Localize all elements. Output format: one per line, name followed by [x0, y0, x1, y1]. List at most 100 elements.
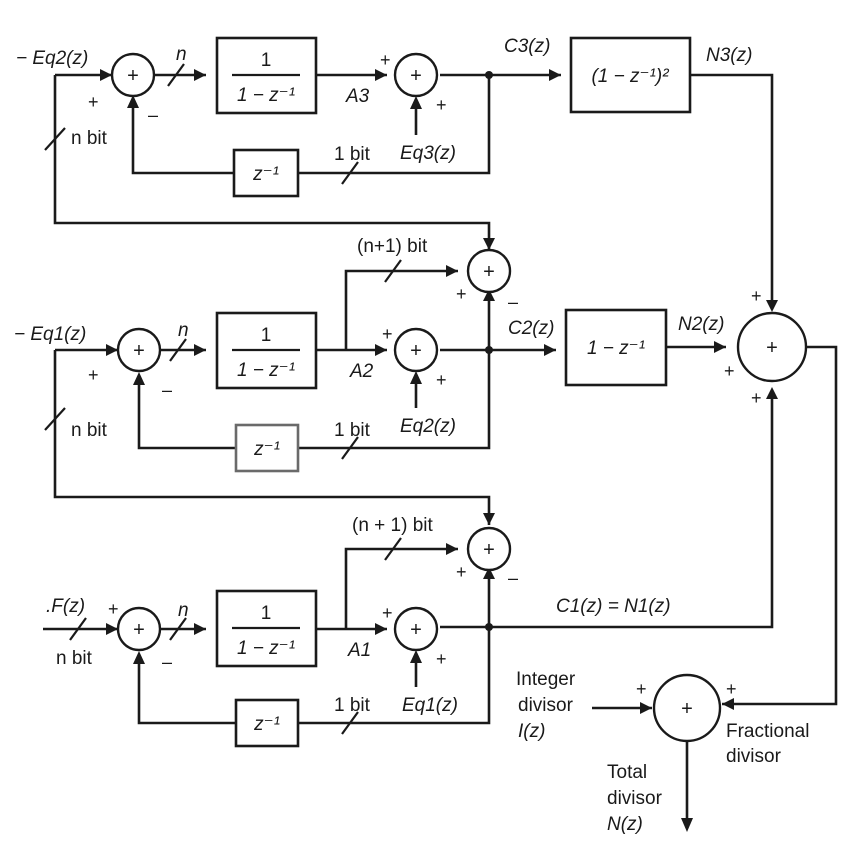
stage2-input-bits-label: n bit	[71, 420, 108, 441]
wire	[53, 350, 491, 525]
integer-divisor-label-line1: Integer	[516, 669, 576, 690]
delay-block	[234, 698, 300, 748]
integer-divisor-label-line2: divisor	[518, 695, 574, 716]
arrow	[483, 513, 495, 525]
wire	[344, 269, 458, 350]
stage3-diff-out-label: N3(z)	[706, 45, 752, 66]
stage3: + + 1 1 − z⁻¹ z⁻¹ (1 − z⁻¹)² − Eq2(z) n …	[16, 36, 778, 312]
arrow	[127, 95, 139, 108]
stage2-width-label: n	[178, 320, 189, 341]
summer-s3-input	[110, 52, 156, 98]
sign-minus: –	[162, 380, 172, 400]
summer-s1-quant	[393, 606, 439, 652]
arrow	[375, 623, 387, 635]
bus-slash	[384, 259, 402, 283]
arrow	[483, 289, 495, 301]
bus-slash	[341, 161, 359, 185]
arrow	[194, 69, 206, 81]
delay-block	[232, 148, 300, 198]
arrow	[100, 69, 112, 81]
sign-plus: +	[726, 679, 737, 699]
integrator-numerator: 1	[261, 325, 272, 346]
summer-s3-quant	[393, 52, 439, 98]
wire	[137, 383, 236, 450]
stage3-quant-noise-label: Eq3(z)	[400, 143, 456, 164]
stage2-diff-out-label: N2(z)	[678, 314, 724, 335]
sign-plus: +	[751, 286, 762, 306]
arrow	[681, 818, 693, 832]
bus-slash	[341, 711, 359, 735]
bus-slash	[69, 617, 87, 641]
summer-s2-quant	[393, 327, 439, 373]
integrator-denominator: 1 − z⁻¹	[237, 85, 295, 106]
integer-divisor-label-line3: I(z)	[518, 721, 545, 742]
arrow	[375, 69, 387, 81]
total-divisor-label-line2: divisor	[607, 788, 663, 809]
differentiator-block	[564, 308, 668, 387]
sign-plus: +	[436, 649, 447, 669]
stage1-input-bits-label: n bit	[56, 648, 93, 669]
stage1: + + + 1 1 − z⁻¹ z⁻¹ .F(z) n bit n A1 Eq1…	[43, 387, 778, 748]
arrow	[375, 344, 387, 356]
sign-plus: +	[751, 388, 762, 408]
sign-plus: +	[724, 361, 735, 381]
sign-plus: +	[88, 92, 99, 112]
total-divisor-label-line1: Total	[607, 762, 647, 783]
sign-plus: +	[456, 284, 467, 304]
sign-minus: –	[148, 105, 158, 125]
sign-plus: +	[380, 50, 391, 70]
stage1-acc-out-label: A1	[347, 640, 371, 661]
summer-symbol: +	[410, 65, 422, 87]
arrow	[766, 300, 778, 312]
junction-dot	[485, 346, 493, 354]
wire	[690, 73, 774, 300]
arrow	[483, 238, 495, 250]
stage1-feedback-bits-label: 1 bit	[334, 695, 371, 716]
sign-plus: +	[108, 599, 119, 619]
sign-plus: +	[88, 365, 99, 385]
wire	[131, 106, 234, 175]
wire	[53, 75, 491, 250]
arrow	[410, 371, 422, 384]
bus-slash	[384, 537, 402, 561]
stage2: + + + 1 1 − z⁻¹ z⁻¹ 1 − z⁻¹ − Eq1(z) n A…	[14, 236, 726, 525]
sign-plus: +	[456, 562, 467, 582]
bus-slash	[44, 127, 66, 151]
summer-symbol: +	[410, 340, 422, 362]
arrow	[549, 69, 561, 81]
stage2-feedback-bits-label: 1 bit	[334, 420, 371, 441]
summer-symbol: +	[133, 340, 145, 362]
arrow	[410, 96, 422, 109]
summer-symbol: +	[410, 619, 422, 641]
stage3-input-bits-label: n bit	[71, 128, 108, 149]
arrow	[446, 265, 458, 277]
stage2-error-bits-label: (n+1) bit	[357, 236, 428, 257]
integrator-numerator: 1	[261, 50, 272, 71]
stage2-carry-out-label: C2(z)	[508, 318, 554, 339]
wire	[722, 345, 838, 706]
differentiator-squared-block	[569, 36, 692, 114]
delay-label: z⁻¹	[252, 164, 279, 185]
arrow	[766, 387, 778, 399]
stage3-width-label: n	[176, 44, 187, 65]
total-divisor-label-line3: N(z)	[607, 814, 643, 835]
sign-plus: +	[436, 370, 447, 390]
arrow	[194, 344, 206, 356]
stage2-acc-out-label: A2	[349, 361, 374, 382]
wire	[298, 350, 491, 450]
output-section: + + + + + + + Integer divisor I(z) Fract…	[516, 286, 838, 835]
arrow	[640, 702, 652, 714]
summer-symbol: +	[127, 65, 139, 87]
arrow	[446, 543, 458, 555]
stage2-quant-noise-label: Eq2(z)	[400, 416, 456, 437]
delay-label: z⁻¹	[253, 439, 280, 460]
bus-slash	[341, 436, 359, 460]
wire	[344, 547, 458, 629]
summer-symbol: +	[133, 619, 145, 641]
stage3-input-label: − Eq2(z)	[16, 48, 88, 69]
arrow	[722, 698, 734, 710]
arrow	[194, 623, 206, 635]
sign-minus: –	[508, 292, 518, 312]
summer-symbol: +	[483, 261, 495, 283]
wire	[137, 662, 236, 725]
